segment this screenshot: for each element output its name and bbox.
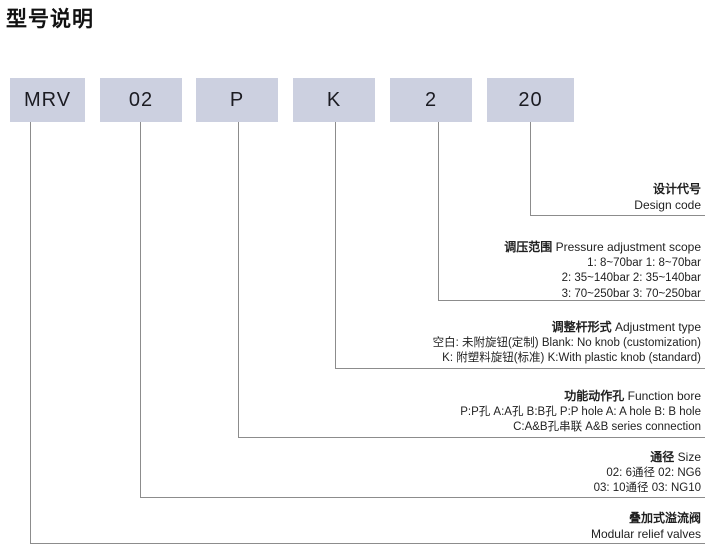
- section-adjustment-type: 调整杆形式 Adjustment type 空白: 未附旋钮(定制) Blank…: [433, 320, 701, 367]
- leader-line-design-code-horizontal: [530, 215, 705, 216]
- section-function-bore: 功能动作孔 Function bore P:P孔 A:A孔 B:B孔 P:P h…: [460, 389, 701, 436]
- size-option-1-cn: 02: 6通径: [606, 466, 655, 479]
- leader-line-size-horizontal: [140, 497, 705, 498]
- size-label-en: Size: [677, 450, 701, 464]
- code-box-pressure: 2: [390, 78, 472, 122]
- leader-line-size-vertical: [140, 122, 141, 498]
- leader-line-pressure-vertical: [438, 122, 439, 301]
- design-code-label-en: Design code: [634, 197, 701, 212]
- series-label-cn: 叠加式溢流阀: [628, 511, 701, 525]
- pressure-label-en: Pressure adjustment scope: [555, 240, 701, 254]
- function-bore-option-2-en: A&B series connection: [585, 421, 701, 433]
- adjustment-option-1-cn: 空白: 未附旋钮(定制): [432, 336, 539, 349]
- code-box-series: MRV: [10, 78, 85, 122]
- pressure-option-1-cn: 1: 8~70bar: [587, 256, 643, 269]
- adjustment-option-row: 空白: 未附旋钮(定制) Blank: No knob (customizati…: [433, 336, 701, 352]
- section-design-code: 设计代号 Design code: [634, 182, 701, 213]
- leader-line-design-code-vertical: [530, 122, 531, 216]
- function-bore-heading: 功能动作孔 Function bore: [460, 389, 701, 405]
- code-box-bore: P: [196, 78, 278, 122]
- pressure-label-cn: 调压范围: [504, 240, 553, 254]
- adjustment-option-2-en: K:With plastic knob (standard): [547, 352, 701, 364]
- function-bore-option-1-en: P:P hole A: A hole B: B hole: [559, 405, 701, 418]
- adjustment-option-1-en: Blank: No knob (customization): [541, 336, 701, 349]
- adjustment-label-cn: 调整杆形式: [551, 320, 612, 334]
- section-pressure-adjustment-scope: 调压范围 Pressure adjustment scope 1: 8~70ba…: [504, 240, 701, 302]
- page-title: 型号说明: [6, 8, 94, 31]
- pressure-option-row: 3: 70~250bar 3: 70~250bar: [504, 287, 701, 303]
- pressure-option-row: 1: 8~70bar 1: 8~70bar: [504, 256, 701, 272]
- size-option-2-en: 03: NG10: [651, 482, 701, 494]
- size-option-1-en: 02: NG6: [658, 466, 701, 479]
- function-bore-option-2-cn: C:A&B孔串联: [513, 421, 583, 433]
- function-bore-label-cn: 功能动作孔: [564, 389, 625, 403]
- function-bore-option-1-cn: P:P孔 A:A孔 B:B孔: [460, 405, 557, 418]
- size-option-row: 03: 10通径 03: NG10: [594, 481, 701, 497]
- size-option-2-cn: 03: 10通径: [593, 482, 649, 494]
- leader-line-function-bore-vertical: [238, 122, 239, 438]
- code-box-adjustment: K: [293, 78, 375, 122]
- function-bore-option-row: P:P孔 A:A孔 B:B孔 P:P hole A: A hole B: B h…: [460, 405, 701, 421]
- adjustment-option-2-cn: K: 附塑料旋钮(标准): [442, 352, 545, 364]
- function-bore-label-en: Function bore: [627, 389, 701, 403]
- pressure-option-2-cn: 2: 35~140bar: [561, 272, 630, 284]
- leader-line-series-horizontal: [30, 543, 705, 544]
- pressure-option-row: 2: 35~140bar 2: 35~140bar: [504, 271, 701, 287]
- section-size: 通径 Size 02: 6通径 02: NG6 03: 10通径 03: NG1…: [594, 450, 701, 497]
- pressure-heading: 调压范围 Pressure adjustment scope: [504, 240, 701, 256]
- size-label-cn: 通径: [650, 450, 675, 464]
- leader-line-function-bore-horizontal: [238, 437, 705, 438]
- code-box-size: 02: [100, 78, 182, 122]
- leader-line-pressure-horizontal: [438, 300, 705, 301]
- series-label-en: Modular relief valves: [590, 526, 701, 541]
- size-heading: 通径 Size: [594, 450, 701, 466]
- pressure-option-3-cn: 3: 70~250bar: [561, 287, 630, 300]
- section-series: 叠加式溢流阀 Modular relief valves: [591, 511, 701, 542]
- leader-line-adjustment-horizontal: [335, 368, 705, 369]
- pressure-option-3-en: 3: 70~250bar: [632, 287, 701, 300]
- adjustment-option-row: K: 附塑料旋钮(标准) K:With plastic knob (standa…: [433, 351, 701, 367]
- design-code-label-cn: 设计代号: [652, 182, 701, 196]
- pressure-option-2-en: 2: 35~140bar: [632, 272, 701, 284]
- leader-line-series-vertical: [30, 122, 31, 543]
- adjustment-heading: 调整杆形式 Adjustment type: [433, 320, 701, 336]
- pressure-option-1-en: 1: 8~70bar: [645, 256, 701, 269]
- leader-line-adjustment-vertical: [335, 122, 336, 369]
- function-bore-option-row: C:A&B孔串联 A&B series connection: [460, 420, 701, 436]
- code-box-design-code: 20: [487, 78, 574, 122]
- size-option-row: 02: 6通径 02: NG6: [594, 466, 701, 482]
- adjustment-label-en: Adjustment type: [614, 320, 701, 334]
